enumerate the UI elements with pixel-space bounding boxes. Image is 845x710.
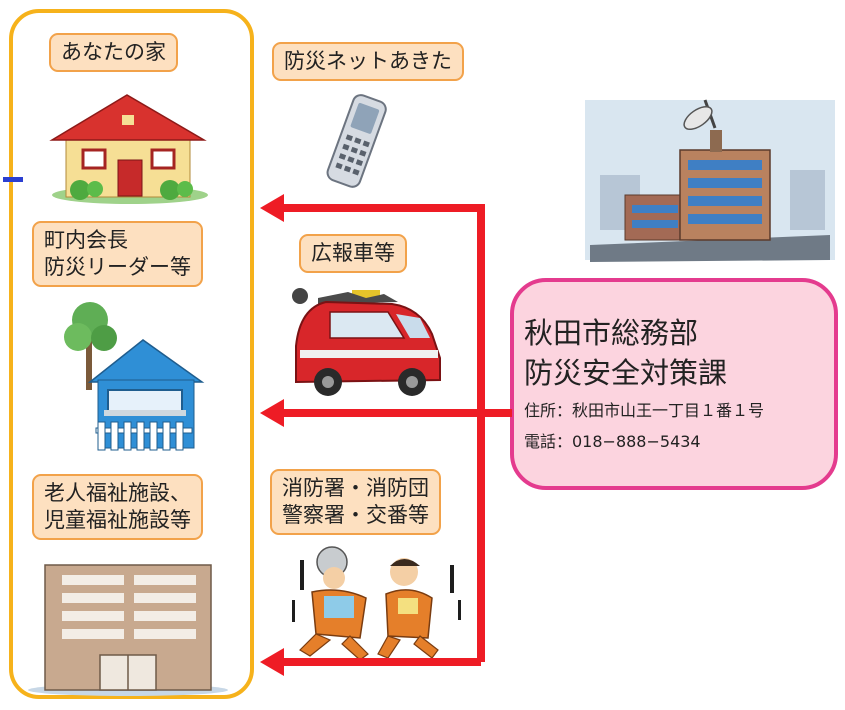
pr-vehicle-label: 広報車等 <box>299 234 407 273</box>
department-name-line2: 防災安全対策課 <box>524 356 728 390</box>
notification-arrows <box>272 204 512 666</box>
pr-vehicle-icon <box>292 288 441 396</box>
arrowhead-welfare <box>260 648 284 676</box>
city-hall-building-icon <box>585 99 835 262</box>
department-address: 住所：秋田市山王一丁目１番１号 <box>524 401 765 420</box>
leaders-label: 町内会長 防災リーダー等 <box>32 221 203 287</box>
arrowhead-home <box>260 194 284 222</box>
bosai-net-label: 防災ネットあきた <box>272 42 464 81</box>
frame-marker <box>3 177 23 182</box>
welfare-label-line2: 児童福祉施設等 <box>44 508 191 532</box>
blue-house-icon <box>64 302 205 451</box>
house-icon <box>49 94 208 204</box>
arrowhead-leaders <box>260 399 284 427</box>
leaders-label-line2: 防災リーダー等 <box>44 255 191 279</box>
arrowheads <box>260 194 284 676</box>
fire-police-label-line2: 警察署・交番等 <box>282 503 429 527</box>
department-box <box>510 278 838 490</box>
department-phone: 電話：018−888−5434 <box>524 432 701 451</box>
mobile-phone-icon <box>326 94 387 188</box>
your-home-label: あなたの家 <box>49 33 178 72</box>
firefighters-icon <box>292 546 461 661</box>
arrow-trunk <box>272 204 485 662</box>
fire-police-label-line1: 消防署・消防団 <box>282 476 429 500</box>
welfare-label-line1: 老人福祉施設、 <box>44 481 191 505</box>
fire-police-label: 消防署・消防団 警察署・交番等 <box>270 469 441 535</box>
recipients-frame <box>9 9 254 699</box>
leaders-label-line1: 町内会長 <box>44 228 128 252</box>
department-name-line1: 秋田市総務部 <box>524 316 699 350</box>
welfare-facility-building-icon <box>28 564 228 696</box>
welfare-label: 老人福祉施設、 児童福祉施設等 <box>32 474 203 540</box>
